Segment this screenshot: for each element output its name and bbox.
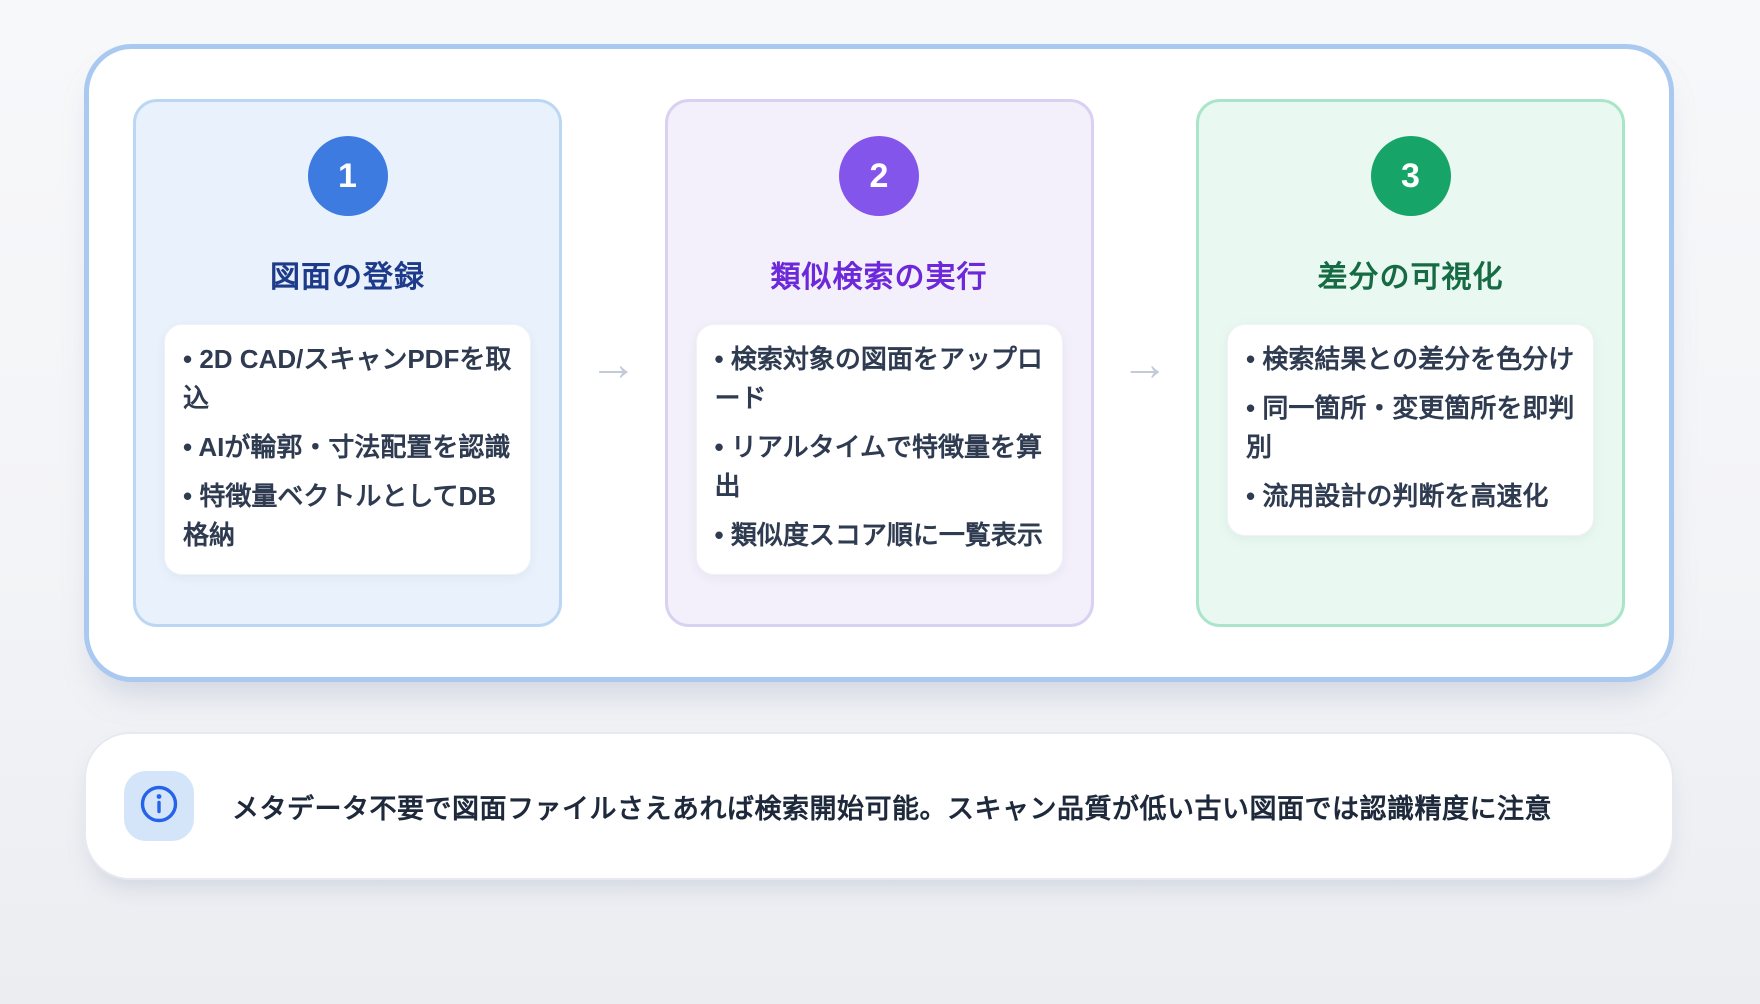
step-bullet: • AIが輪郭・寸法配置を認識 [183,432,511,462]
step-card-1: 1 図面の登録 • 2D CAD/スキャンPDFを取込 • AIが輪郭・寸法配置… [133,99,562,627]
step-details-box: • 2D CAD/スキャンPDFを取込 • AIが輪郭・寸法配置を認識 • 特徴… [164,324,531,575]
step-bullet: • リアルタイムで特徴量を算出 [714,432,1043,501]
flow-arrow-icon: → [1120,338,1169,391]
step-title: 図面の登録 [270,261,425,294]
step-bullet: • 特徴量ベクトルとしてDB格納 [183,481,497,550]
note-text: メタデータ不要で図面ファイルさえあれば検索開始可能。スキャン品質が低い古い図面で… [232,793,1552,824]
step-bullet: • 同一箇所・変更箇所を即判別 [1246,393,1575,462]
step-bullet: • 類似度スコア順に一覧表示 [714,520,1043,550]
step-bullet: • 検索結果との差分を色分け [1246,344,1575,374]
step-card-3: 3 差分の可視化 • 検索結果との差分を色分け • 同一箇所・変更箇所を即判別 … [1196,99,1625,627]
step-number-badge: 1 [307,136,388,216]
step-details-box: • 検索対象の図面をアップロード • リアルタイムで特徴量を算出 • 類似度スコ… [695,324,1063,575]
info-icon-chip [124,771,194,841]
note-bar: メタデータ不要で図面ファイルさえあれば検索開始可能。スキャン品質が低い古い図面で… [84,732,1674,880]
step-title: 類似検索の実行 [770,261,988,294]
info-icon [138,783,180,830]
flow-arrow-icon: → [589,338,638,391]
step-title: 差分の可視化 [1317,261,1504,294]
step-card-2: 2 類似検索の実行 • 検索対象の図面をアップロード • リアルタイムで特徴量を… [664,99,1094,627]
step-number-badge: 2 [839,136,919,216]
step-bullet: • 流用設計の判断を高速化 [1246,481,1549,511]
step-bullet: • 2D CAD/スキャンPDFを取込 [183,344,512,413]
step-bullet: • 検索対象の図面をアップロード [714,344,1043,413]
step-details-box: • 検索結果との差分を色分け • 同一箇所・変更箇所を即判別 • 流用設計の判断… [1227,324,1594,536]
process-overview-panel: 1 図面の登録 • 2D CAD/スキャンPDFを取込 • AIが輪郭・寸法配置… [84,44,1674,682]
step-number-badge: 3 [1370,136,1451,216]
